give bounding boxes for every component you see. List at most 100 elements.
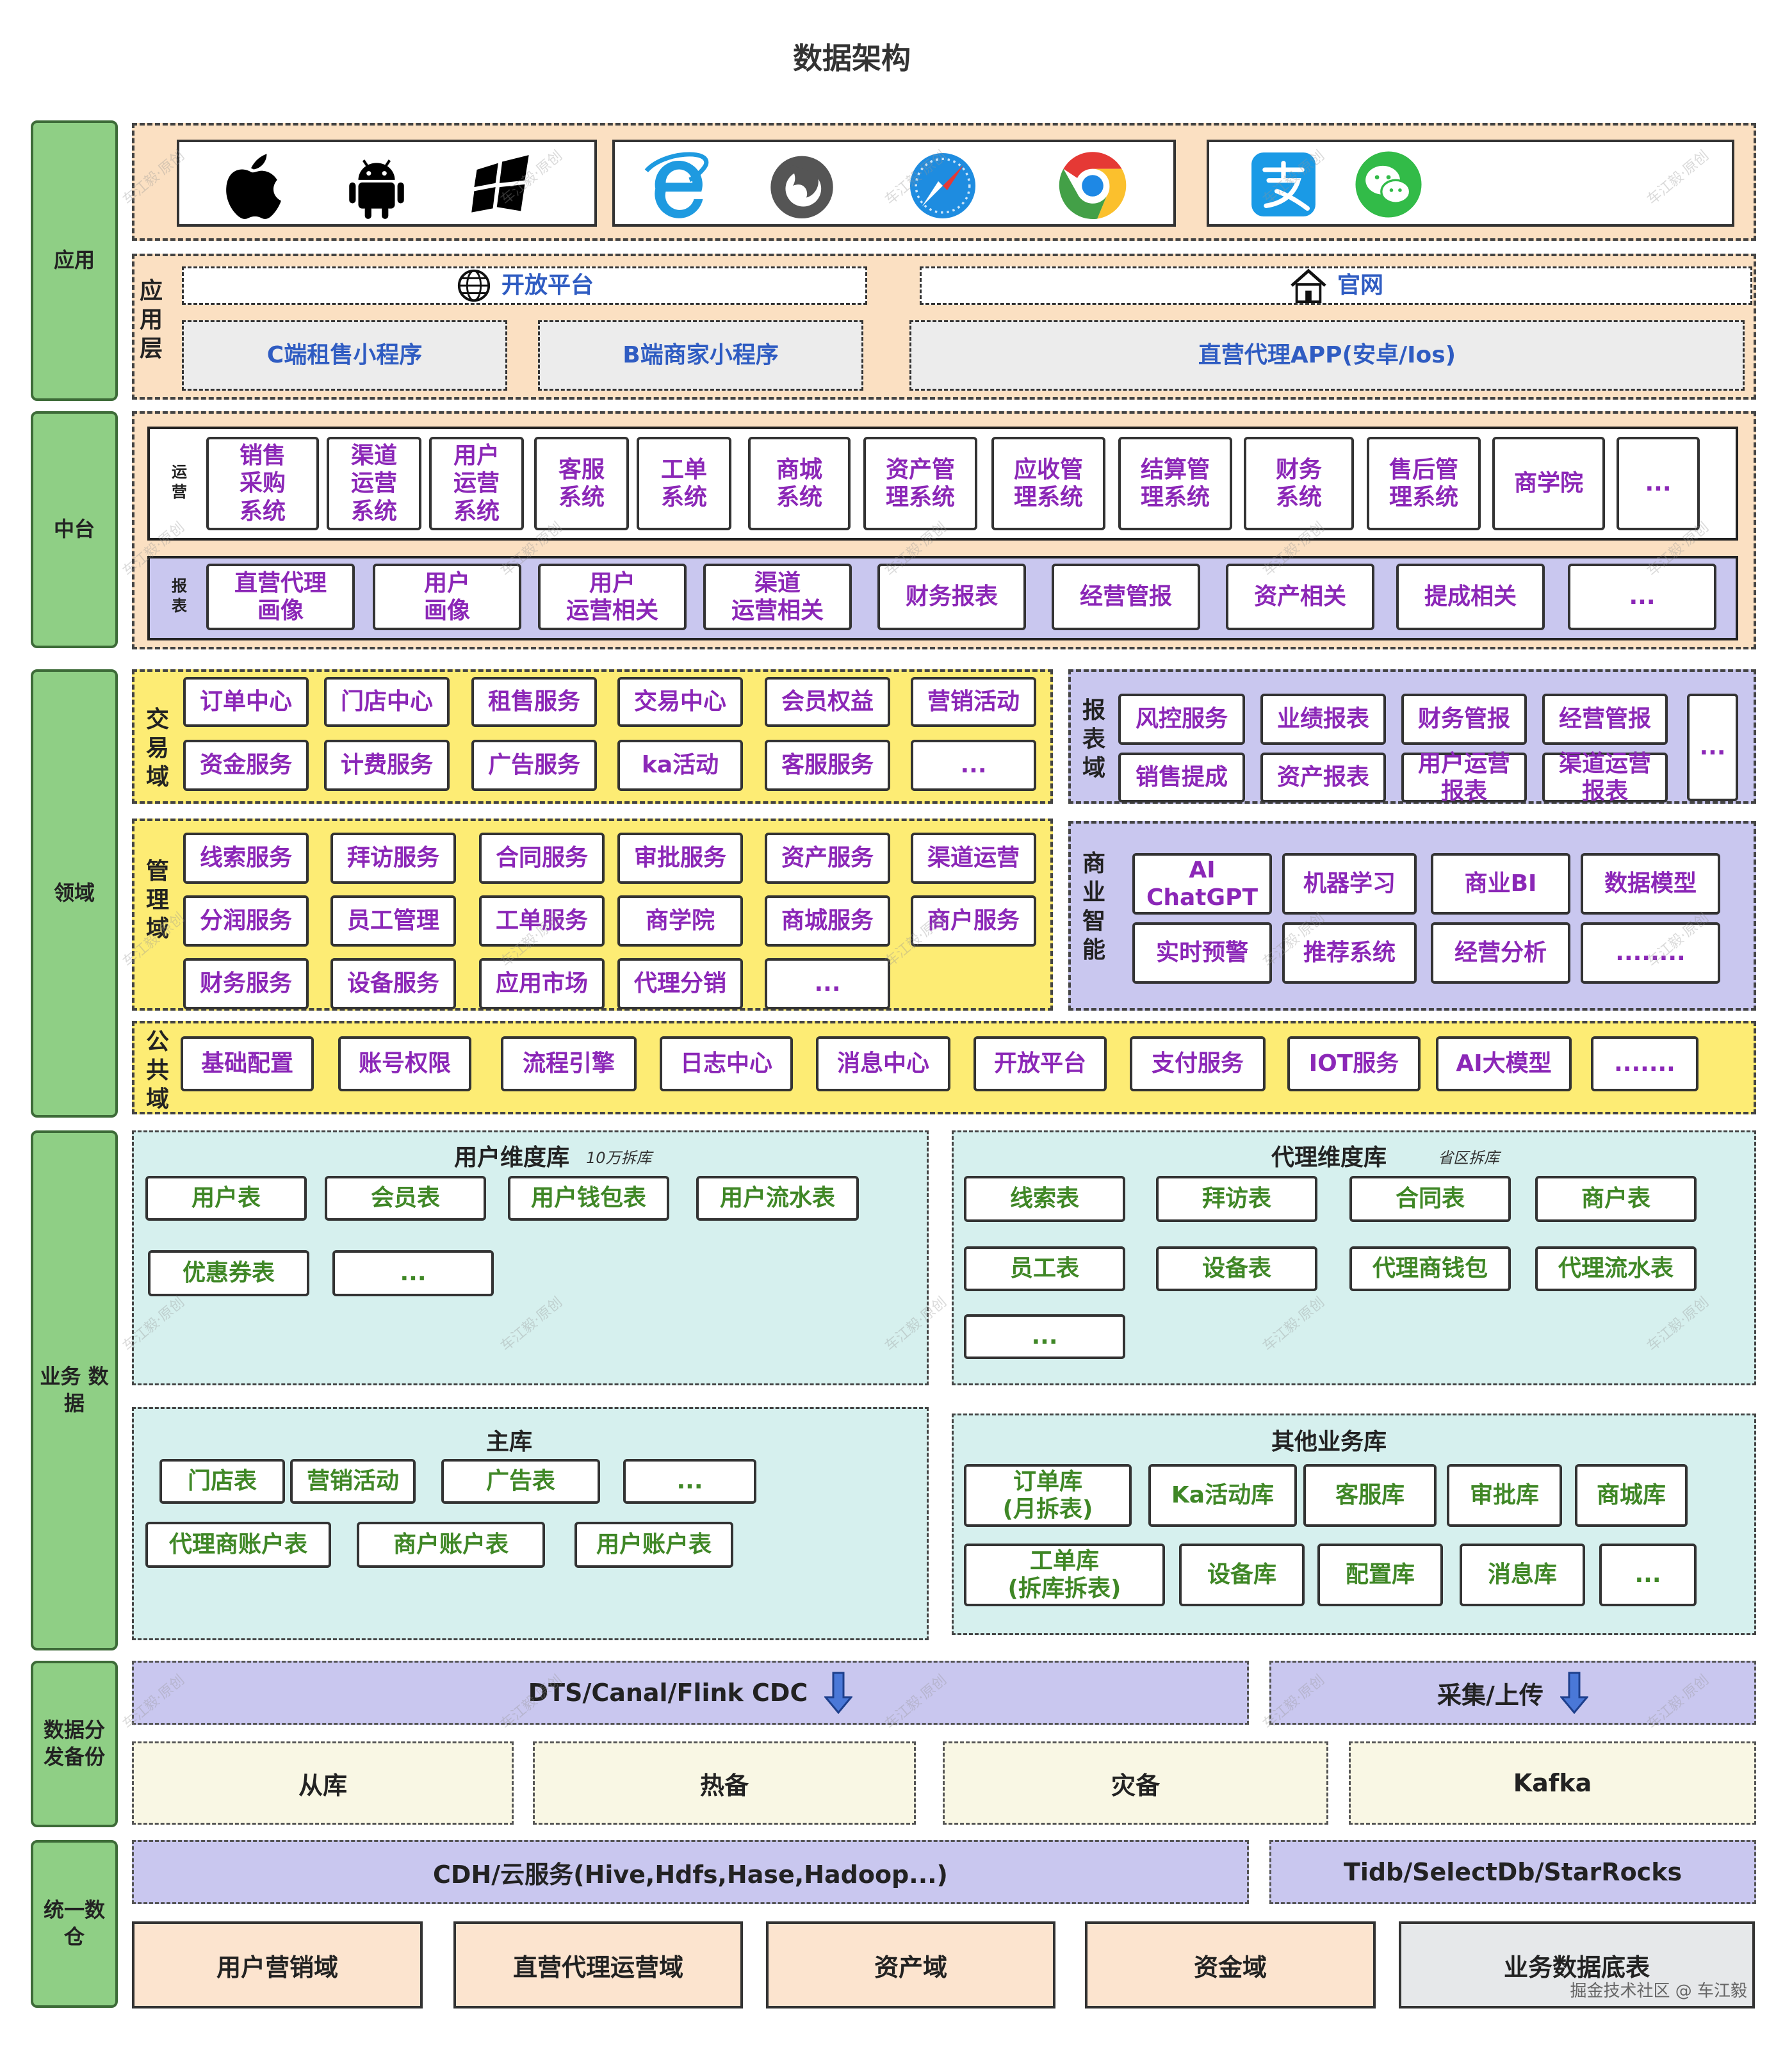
trade-service[interactable]: 订单中心 [183,677,309,727]
manage-service[interactable]: 商户服务 [911,895,1036,947]
agent-db-table[interactable]: 代理流水表 [1535,1246,1697,1291]
main-db-table[interactable]: 广告表 [441,1459,600,1504]
ops-system[interactable]: 财务 系统 [1244,437,1354,530]
public-service[interactable]: 账号权限 [338,1036,471,1091]
ops-system[interactable]: 应收管 理系统 [991,437,1105,530]
report-domain-service[interactable]: 资产报表 [1260,753,1386,803]
ops-system[interactable]: 商学院 [1492,437,1605,530]
other-db[interactable]: 审批库 [1447,1464,1562,1527]
report-domain-service[interactable]: 渠道运营 报表 [1542,751,1668,804]
report-system[interactable]: 用户 画像 [373,564,521,630]
other-db[interactable]: 客服库 [1303,1464,1437,1527]
trade-service[interactable]: 租售服务 [471,677,597,727]
other-db[interactable]: 配置库 [1317,1544,1443,1606]
main-db-table[interactable]: 门店表 [159,1459,285,1504]
other-db[interactable]: 工单库 (拆库拆表) [964,1544,1165,1606]
public-service[interactable]: 流程引擎 [501,1036,637,1091]
bi-service[interactable]: ........ [1581,922,1720,984]
manage-service[interactable]: 工单服务 [479,895,605,947]
user-db-table[interactable]: 用户钱包表 [508,1176,669,1221]
manage-service[interactable]: 代理分销 [617,958,743,1009]
agent-db-table[interactable]: 合同表 [1349,1176,1511,1222]
b-mini-program[interactable]: B端商家小程序 [538,320,863,391]
agent-db-table[interactable]: 商户表 [1535,1176,1697,1222]
manage-service[interactable]: 拜访服务 [330,833,456,884]
public-service[interactable]: ....... [1591,1036,1698,1091]
bi-service[interactable]: 实时预警 [1132,922,1272,984]
public-service[interactable]: 消息中心 [816,1036,950,1091]
other-db[interactable]: 商城库 [1575,1464,1688,1527]
manage-service[interactable]: 线索服务 [183,833,309,884]
other-db[interactable]: 订单库 (月拆表) [964,1464,1132,1527]
bi-service[interactable]: AI ChatGPT [1132,853,1272,915]
trade-service[interactable]: 会员权益 [765,677,890,727]
ops-system[interactable]: 售后管 理系统 [1367,437,1481,530]
trade-service[interactable]: 交易中心 [617,677,743,727]
main-db-table[interactable]: 代理商账户表 [145,1522,331,1568]
user-db-table[interactable]: 用户流水表 [696,1176,859,1221]
report-domain-service[interactable]: 业绩报表 [1260,694,1386,745]
ops-system[interactable]: 资产管 理系统 [863,437,977,530]
manage-service[interactable]: 设备服务 [330,958,456,1009]
report-domain-service[interactable]: 销售提成 [1118,753,1245,803]
report-system[interactable]: 用户 运营相关 [538,564,687,630]
trade-service[interactable]: 广告服务 [471,740,597,791]
agent-db-table[interactable]: 拜访表 [1156,1176,1317,1222]
user-db-table[interactable]: 会员表 [325,1176,486,1221]
official-site-bar[interactable]: 官网 [920,266,1752,305]
report-domain-more[interactable]: ... [1687,694,1738,801]
report-domain-service[interactable]: 风控服务 [1118,694,1245,745]
trade-service[interactable]: 客服服务 [765,740,890,791]
agent-app[interactable]: 直营代理APP(安卓/Ios) [909,320,1745,391]
report-system[interactable]: ... [1568,564,1716,630]
manage-service[interactable]: 渠道运营 [911,833,1036,884]
ops-system[interactable]: 客服 系统 [534,437,629,530]
agent-db-table[interactable]: 线索表 [964,1176,1125,1222]
bi-service[interactable]: 推荐系统 [1282,922,1417,984]
ops-system[interactable]: 用户 运营 系统 [429,437,524,530]
trade-service[interactable]: ... [911,740,1036,791]
open-platform-bar[interactable]: 开放平台 [182,266,867,305]
agent-db-table[interactable]: 员工表 [964,1246,1125,1291]
bi-service[interactable]: 经营分析 [1431,922,1570,984]
report-system[interactable]: 财务报表 [877,564,1026,630]
public-service[interactable]: 支付服务 [1130,1036,1266,1091]
ops-system[interactable]: 渠道 运营 系统 [327,437,421,530]
ops-system[interactable]: 工单 系统 [637,437,731,530]
report-system[interactable]: 经营管报 [1052,564,1200,630]
c-mini-program[interactable]: C端租售小程序 [182,320,507,391]
trade-service[interactable]: ka活动 [617,740,743,791]
manage-service[interactable]: 员工管理 [330,895,456,947]
user-db-table[interactable]: 用户表 [145,1176,307,1221]
user-db-table[interactable]: ... [332,1250,494,1296]
trade-service[interactable]: 计费服务 [324,740,450,791]
ops-system[interactable]: 商城 系统 [748,437,851,530]
other-db[interactable]: Ka活动库 [1148,1464,1297,1527]
public-service[interactable]: 日志中心 [660,1036,793,1091]
other-db[interactable]: 消息库 [1460,1544,1585,1606]
ops-system[interactable]: 销售 采购 系统 [206,437,319,530]
manage-service[interactable]: 审批服务 [617,833,743,884]
manage-service[interactable]: 资产服务 [765,833,890,884]
report-domain-service[interactable]: 用户运营 报表 [1401,751,1527,804]
trade-service[interactable]: 门店中心 [324,677,450,727]
main-db-table[interactable]: 用户账户表 [574,1522,733,1568]
manage-service[interactable]: 商学院 [617,895,743,947]
report-system[interactable]: 渠道 运营相关 [703,564,852,630]
main-db-table[interactable]: 营销活动 [290,1459,416,1504]
manage-service[interactable]: 商城服务 [765,895,890,947]
bi-service[interactable]: 商业BI [1431,853,1570,915]
bi-service[interactable]: 机器学习 [1282,853,1417,915]
manage-service[interactable]: 应用市场 [479,958,605,1009]
public-service[interactable]: 基础配置 [181,1036,314,1091]
agent-db-table[interactable]: ... [964,1314,1125,1359]
trade-service[interactable]: 营销活动 [911,677,1036,727]
main-db-table[interactable]: ... [623,1459,756,1504]
report-domain-service[interactable]: 经营管报 [1542,694,1668,745]
bi-service[interactable]: 数据模型 [1581,853,1720,915]
public-service[interactable]: IOT服务 [1287,1036,1421,1091]
manage-service[interactable]: 分润服务 [183,895,309,947]
user-db-table[interactable]: 优惠券表 [148,1250,309,1296]
ops-system[interactable]: 结算管 理系统 [1118,437,1232,530]
agent-db-table[interactable]: 设备表 [1156,1246,1317,1291]
